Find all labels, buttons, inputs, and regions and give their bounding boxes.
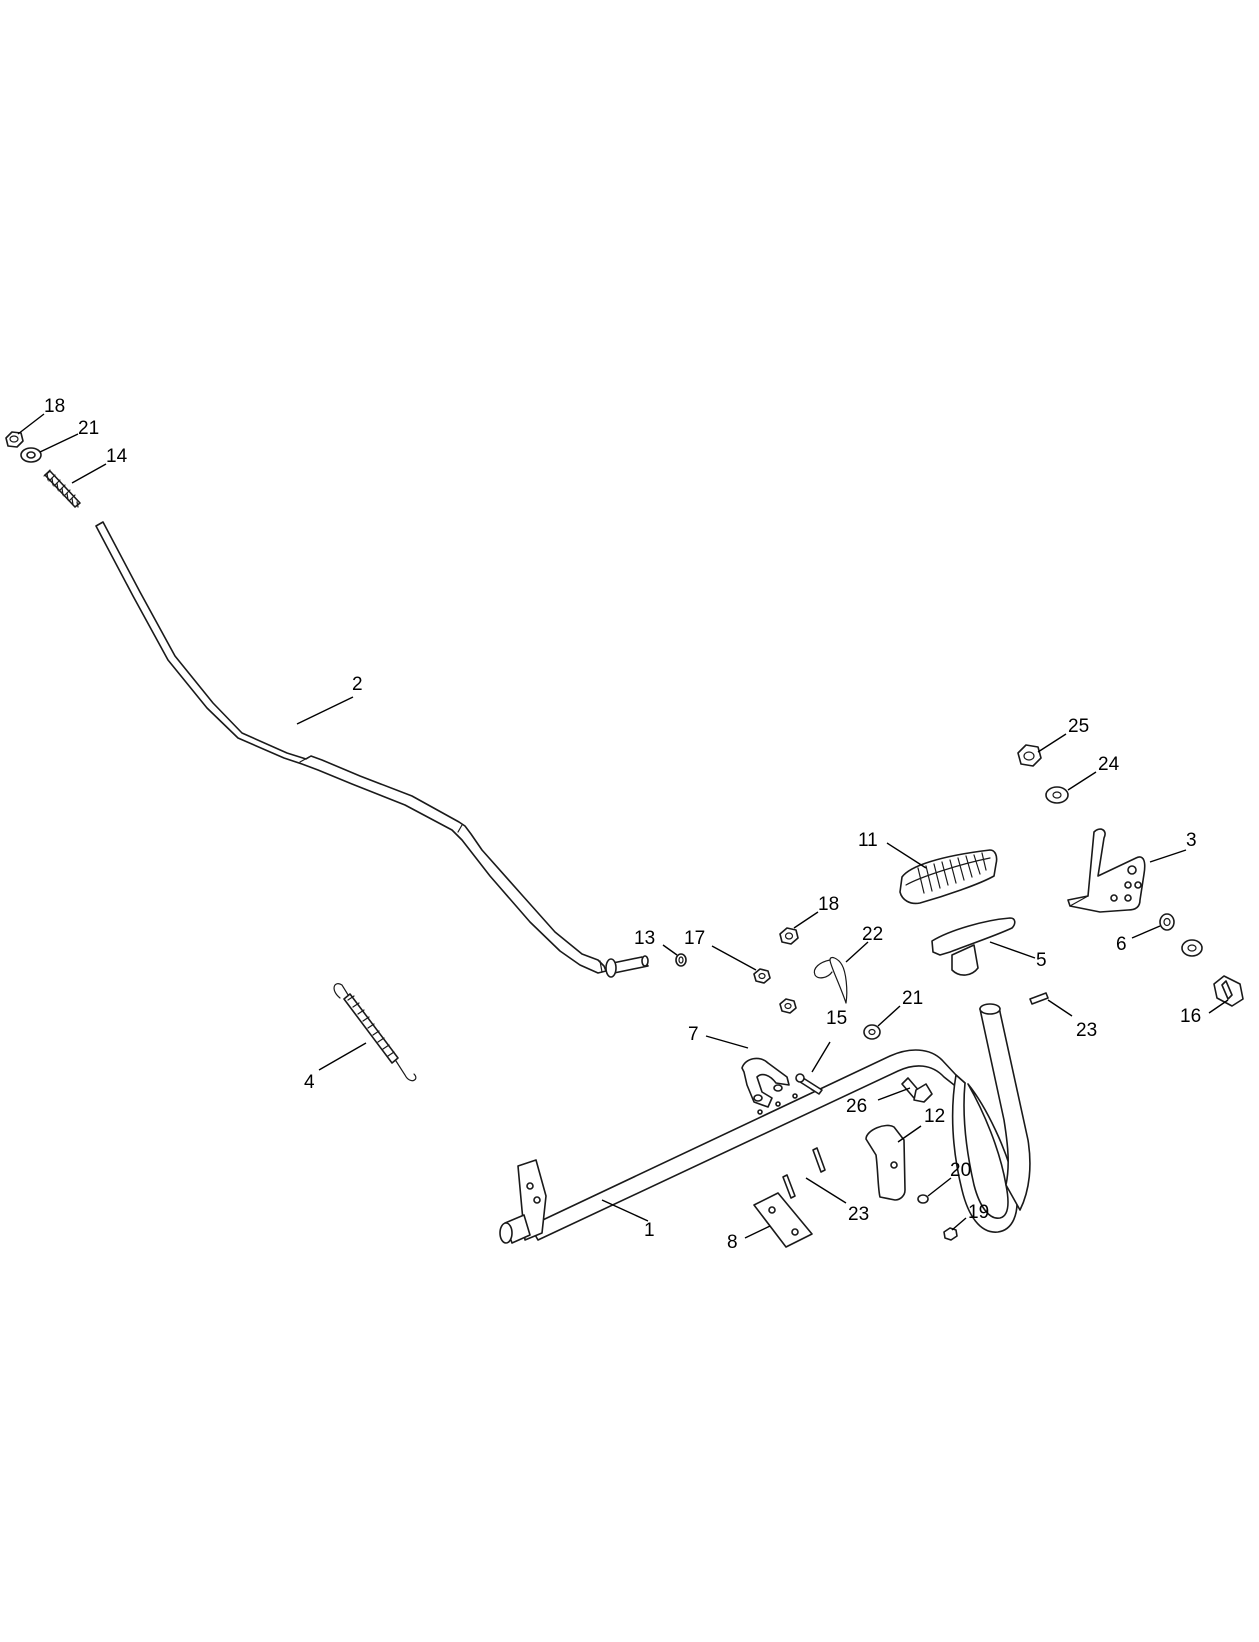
callout-14: 14 (106, 446, 128, 467)
leader-18a (17, 413, 45, 435)
leader-22 (845, 941, 869, 963)
callout-12: 12 (924, 1106, 945, 1127)
compression-spring-part (43, 469, 81, 508)
leader-25 (1037, 733, 1067, 753)
callout-22: 22 (862, 924, 883, 945)
leader-14 (71, 463, 107, 484)
leader-26 (877, 1087, 911, 1101)
washer-part (20, 447, 42, 463)
callout-18a: 18 (44, 396, 65, 417)
leader-21b (877, 1005, 901, 1027)
backing-plate-part (753, 1192, 813, 1248)
clamp-part (741, 1057, 790, 1108)
curved-plate-part (865, 1124, 906, 1201)
flange-nut-part (1017, 744, 1042, 767)
small-washer-part (917, 1194, 929, 1204)
hairpin-clip-part (813, 956, 848, 1004)
bolt-part (901, 1077, 933, 1103)
callout-13: 13 (634, 928, 655, 949)
leader-6 (1131, 925, 1161, 939)
leader-7 (705, 1035, 749, 1049)
leader-4 (318, 1042, 367, 1071)
callout-26: 26 (846, 1096, 867, 1117)
bushing-part (1159, 913, 1175, 931)
callout-25: 25 (1068, 716, 1089, 737)
roll-pins-part (782, 1147, 826, 1199)
callout-17: 17 (684, 928, 705, 949)
leader-19 (951, 1217, 967, 1231)
pedal-arm-part (931, 917, 1016, 976)
callout-18b: 18 (818, 894, 839, 915)
callout-8: 8 (727, 1232, 738, 1253)
rod-part (95, 521, 649, 978)
callout-16: 16 (1180, 1006, 1201, 1027)
leader-5 (989, 941, 1036, 959)
callout-15: 15 (826, 1008, 847, 1029)
leader-lines (17, 413, 1229, 1239)
callout-11: 11 (858, 830, 878, 851)
washer-right-part (1181, 939, 1203, 957)
leader-20 (927, 1177, 952, 1197)
callout-23a: 23 (1076, 1020, 1097, 1041)
callout-3: 3 (1186, 830, 1197, 851)
shoulder-bolt-part (1213, 975, 1244, 1007)
callout-21b: 21 (902, 988, 923, 1009)
nut-part (5, 431, 24, 448)
callout-23b: 23 (848, 1204, 869, 1225)
callout-6: 6 (1116, 934, 1127, 955)
leader-23b (805, 1177, 847, 1204)
callout-labels: 1 2 3 4 5 6 7 8 11 12 13 14 15 16 17 18 … (44, 396, 1201, 1253)
jam-nut-part (943, 1227, 958, 1241)
leader-16 (1208, 999, 1229, 1014)
leader-12 (897, 1125, 922, 1143)
small-nut-part (779, 998, 797, 1014)
callout-4: 4 (304, 1072, 315, 1093)
leader-21a (39, 433, 79, 453)
callout-5: 5 (1036, 950, 1047, 971)
hex-nut-part (779, 927, 799, 945)
leader-1 (601, 1199, 649, 1222)
leader-11 (886, 842, 927, 869)
leader-3 (1149, 849, 1187, 863)
leader-8 (744, 1225, 771, 1239)
leader-23a (1047, 999, 1073, 1017)
leader-24 (1067, 771, 1097, 791)
leader-13 (662, 944, 678, 956)
leader-15 (811, 1041, 831, 1073)
pedal-pad-part (899, 849, 998, 905)
lock-washer-part (675, 953, 687, 967)
extension-spring-part (333, 983, 417, 1082)
callout-19: 19 (968, 1202, 989, 1223)
callout-21a: 21 (78, 418, 99, 439)
lock-nut-part (753, 968, 771, 984)
callout-24: 24 (1098, 754, 1120, 775)
callout-2: 2 (352, 674, 363, 695)
spacer-washer-part (1045, 786, 1069, 804)
flat-washer-part (863, 1024, 881, 1040)
callout-1: 1 (644, 1220, 655, 1241)
pin-part (795, 1073, 823, 1095)
leader-2 (296, 696, 354, 725)
callout-7: 7 (688, 1024, 699, 1045)
leader-17 (711, 945, 757, 971)
roll-pin-part (1029, 992, 1049, 1005)
leader-18b (793, 911, 819, 929)
bracket-part (1067, 828, 1146, 913)
callout-20: 20 (950, 1160, 971, 1181)
